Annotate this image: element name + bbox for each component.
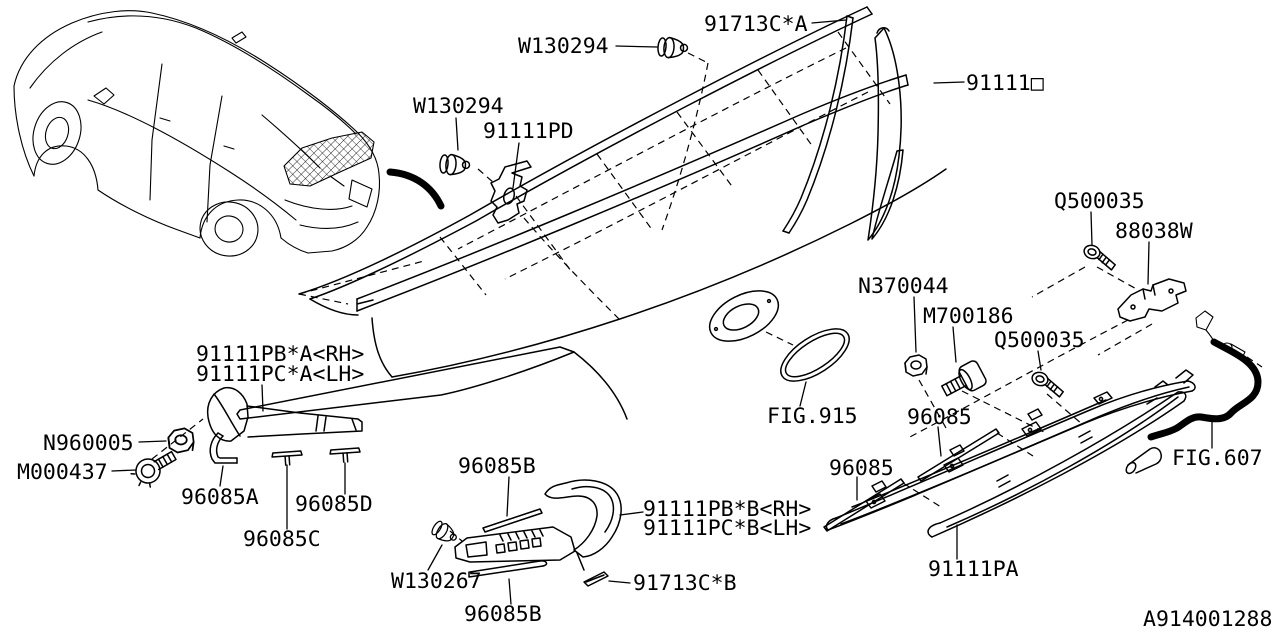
strip-96085-lower	[823, 478, 905, 532]
part-label-91111pd: 91111PD	[483, 119, 574, 144]
garnish-91111pa	[927, 391, 1187, 538]
harness-fig607	[1147, 310, 1263, 441]
part-label-91111pc-b: 91111PC*B<LH>	[643, 516, 811, 541]
construction-lines	[151, 52, 1153, 542]
strip-96085b-top	[482, 508, 543, 533]
emblem-pad	[708, 290, 780, 342]
part-label-w130267: W130267	[391, 569, 482, 594]
part-label-w130294-left: W130294	[413, 94, 504, 119]
leader-lines	[111, 19, 1213, 605]
pin-96085d	[329, 447, 362, 464]
clip-w130267	[428, 518, 461, 548]
part-label-96085c: 96085C	[243, 527, 321, 552]
part-label-96085a: 96085A	[181, 485, 259, 510]
part-label-91111pb-b: 91111PB*B<RH>	[643, 497, 811, 522]
emblem-fig915	[780, 328, 850, 382]
molding-91713c-b	[583, 571, 609, 587]
part-label-91111pa: 91111PA	[928, 557, 1019, 582]
bolt-m700186	[937, 358, 989, 404]
clip-w130294-left	[438, 152, 472, 177]
part-label-fig915: FIG.915	[767, 404, 858, 429]
part-label-q500035-mid: Q500035	[994, 328, 1085, 353]
strip-96085b-bottom	[468, 560, 548, 578]
part-label-q500035-top: Q500035	[1054, 189, 1145, 214]
bracket-88038w	[1117, 278, 1187, 322]
part-label-w130294-top: W130294	[518, 34, 609, 59]
part-label-88038w: 88038W	[1115, 219, 1193, 244]
rear-garnish-hatch-area	[283, 131, 375, 187]
part-labels-layer: W13029491713C*A91111□W13029491111PDQ5000…	[17, 12, 1272, 632]
part-label-91111: 91111□	[966, 71, 1044, 96]
antenna-fin	[231, 31, 247, 44]
part-label-91111pc-a: 91111PC*A<LH>	[196, 362, 364, 387]
trunk-lid-drawing	[236, 6, 947, 420]
bracket-plate	[454, 526, 576, 563]
screw-q500035-top	[1080, 242, 1120, 272]
part-label-96085-upper: 96085	[907, 405, 972, 430]
tail-lamp	[348, 179, 373, 208]
bracket-91111pd	[490, 160, 532, 224]
part-label-n370044: N370044	[858, 274, 949, 299]
part-label-fig607: FIG.607	[1172, 446, 1263, 471]
garnish-corner-b	[544, 479, 622, 571]
strip-96085-upper	[917, 428, 1000, 482]
part-label-91713c-b: 91713C*B	[633, 571, 737, 596]
garnish-91111	[867, 27, 904, 241]
part-label-96085b-top: 96085B	[458, 454, 536, 479]
screw-q500035-mid	[1028, 369, 1068, 399]
part-label-n960005: N960005	[43, 431, 134, 456]
part-label-drawing-number: A914001288	[1143, 607, 1272, 632]
clip-w130294-top	[656, 35, 690, 60]
bolt-m000437	[127, 444, 183, 493]
clip-96085a	[209, 432, 238, 464]
part-label-91713c-a: 91713C*A	[704, 12, 808, 37]
part-label-m000437: M000437	[17, 460, 108, 485]
pin-96085c	[271, 450, 304, 467]
part-label-96085d: 96085D	[295, 492, 373, 517]
nut-n370044	[904, 354, 928, 377]
nut-n960005	[167, 427, 195, 454]
vehicle-illustration	[13, 10, 445, 257]
trim-assembly	[825, 369, 1196, 531]
pointer-arrow	[386, 168, 445, 210]
garnish-corner-a	[206, 386, 363, 442]
molding-91713c-a	[782, 15, 854, 234]
part-label-m700186: M700186	[923, 304, 1014, 329]
part-label-96085-lower: 96085	[829, 456, 894, 481]
side-mirror	[93, 87, 115, 105]
part-label-96085b-bottom: 96085B	[464, 602, 542, 627]
windshield-line	[29, 31, 103, 89]
part-label-91111pb-a: 91111PB*A<RH>	[196, 342, 364, 367]
